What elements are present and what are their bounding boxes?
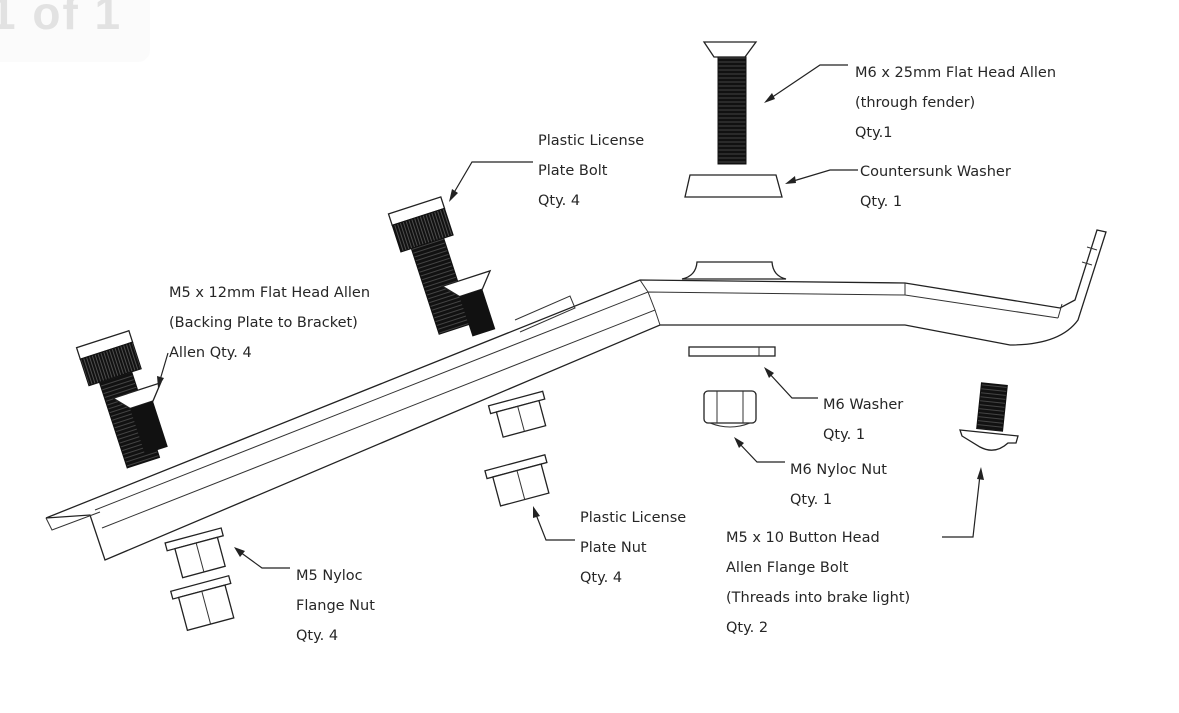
callout-line: M5 x 12mm Flat Head Allen: [169, 285, 371, 301]
callout-m5-nyloc-flange-nut: M5 Nyloc Flange Nut Qty. 4: [296, 561, 375, 651]
page-indicator: 1 of 1: [0, 0, 150, 62]
callout-line: M6 x 25mm Flat Head Allen: [855, 65, 1057, 81]
callout-line: Qty. 1: [790, 492, 833, 508]
callout-line: (Threads into brake light): [726, 590, 911, 606]
callout-line: Qty. 4: [580, 570, 623, 586]
callout-line: Qty. 1: [823, 427, 866, 443]
callout-line: Plate Bolt: [538, 163, 608, 179]
callout-line: Flange Nut: [296, 598, 375, 614]
callout-plastic-license-plate-bolt: Plastic License Plate Bolt Qty. 4: [538, 126, 644, 216]
fender-bracket: [45, 229, 1107, 561]
callout-plastic-license-plate-nut: Plastic License Plate Nut Qty. 4: [580, 503, 686, 593]
callout-line: Qty. 4: [538, 193, 581, 209]
callout-line: Plate Nut: [580, 540, 647, 556]
callout-m6-flat-head-allen: M6 x 25mm Flat Head Allen (through fende…: [855, 58, 1056, 148]
callout-m6-nyloc-nut: M6 Nyloc Nut Qty. 1: [790, 455, 887, 515]
callout-line: Allen Qty. 4: [169, 345, 252, 361]
callout-line: (Backing Plate to Bracket): [169, 315, 358, 331]
callout-line: Plastic License: [538, 133, 645, 149]
leader-lines: [157, 64, 984, 569]
m5-flat-head-bolt-left: [111, 381, 168, 455]
callout-line: M5 x 10 Button Head: [726, 530, 880, 546]
m5-nyloc-flange-nut-1: [164, 527, 226, 579]
callout-line: M5 Nyloc: [296, 568, 363, 584]
callout-m6-washer: M6 Washer Qty. 1: [823, 390, 903, 450]
callout-line: Qty. 2: [726, 620, 769, 636]
callout-line: Qty. 4: [296, 628, 339, 644]
countersunk-washer: [684, 174, 783, 198]
callout-line: Plastic License: [580, 510, 687, 526]
plastic-license-plate-nut-2: [484, 453, 550, 507]
callout-line: Qty.1: [855, 125, 893, 141]
callout-line: (through fender): [855, 95, 976, 111]
callout-m5-button-head-flange-bolt: M5 x 10 Button Head Allen Flange Bolt (T…: [726, 523, 910, 643]
m5-button-head-flange-bolt: [959, 382, 1019, 451]
callout-countersunk-washer: Countersunk Washer Qty. 1: [860, 157, 1011, 217]
callout-line: Allen Flange Bolt: [726, 560, 849, 576]
plastic-license-plate-nut-1: [487, 390, 547, 438]
m6-nyloc-nut: [703, 390, 757, 428]
m5-nyloc-flange-nut-2: [169, 574, 235, 632]
m6-washer: [688, 346, 776, 357]
callout-m5-flat-head-allen: M5 x 12mm Flat Head Allen (Backing Plate…: [169, 278, 370, 368]
callout-line: Countersunk Washer: [860, 164, 1011, 180]
callout-line: M6 Washer: [823, 397, 904, 413]
callout-line: Qty. 1: [860, 194, 903, 210]
m6-flat-head-bolt: [702, 41, 758, 165]
m5-flat-head-bolt-upper: [440, 269, 496, 337]
page-indicator-text: 1 of 1: [0, 0, 123, 39]
callout-line: M6 Nyloc Nut: [790, 462, 887, 478]
